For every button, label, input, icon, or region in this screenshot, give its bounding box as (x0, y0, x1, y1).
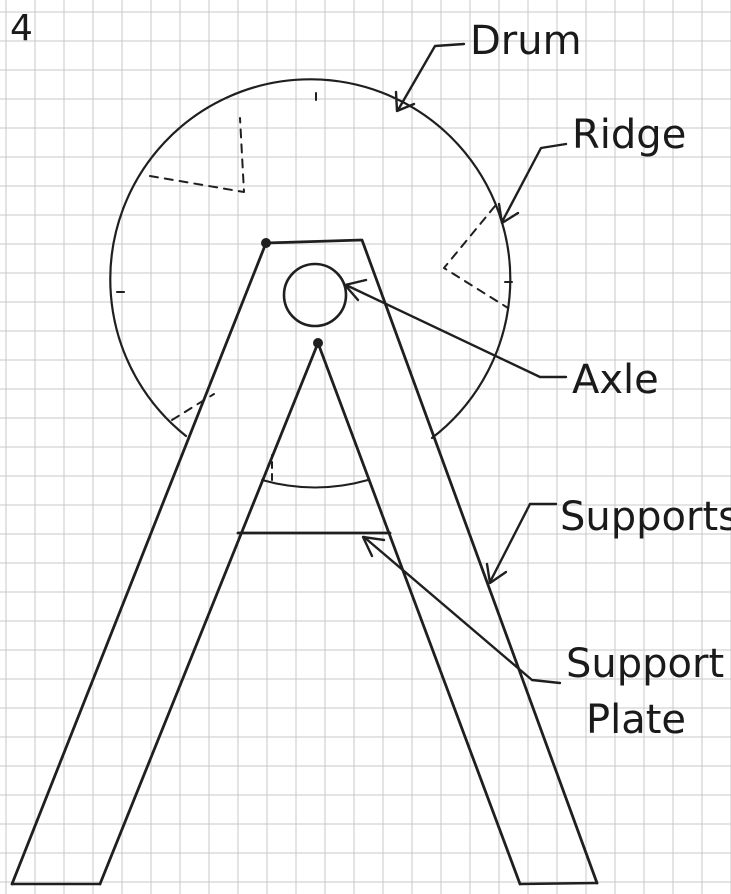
support-right-foot (520, 883, 597, 884)
drum-leader (398, 44, 464, 110)
supports-label: Supports (560, 494, 731, 540)
support-inner-frame (100, 343, 520, 884)
leader-lines (345, 44, 566, 683)
support-joint-left (261, 238, 271, 248)
page-number: 4 (10, 8, 33, 49)
supports (12, 238, 597, 884)
support-joint-apex (313, 338, 323, 348)
drum-circle (110, 79, 510, 438)
ridge-arrowhead (499, 204, 518, 223)
ridge-leader (502, 144, 566, 222)
drum-label: Drum (470, 18, 582, 64)
axle-label: Axle (572, 357, 659, 403)
ridge-label: Ridge (572, 112, 686, 158)
ridge-upper-left (150, 118, 244, 192)
support-outer-frame (12, 240, 597, 884)
ridge-lower-left (172, 394, 214, 420)
support-plate-label-line2: Plate (586, 697, 686, 743)
supports-leader (490, 504, 556, 582)
support-plate-leader (364, 537, 560, 683)
ridge-right (444, 206, 508, 308)
angle-arc (262, 480, 368, 488)
support-plate-label-line1: Support (566, 641, 724, 687)
